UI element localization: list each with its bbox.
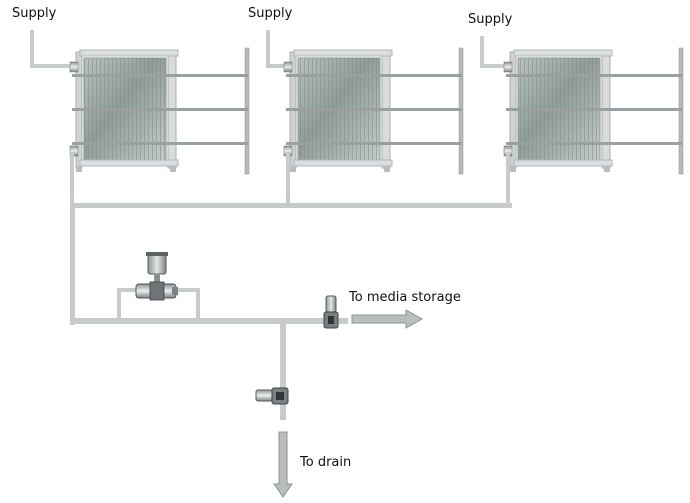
media-storage-label: To media storage: [349, 290, 461, 305]
supply-line-2: [266, 30, 288, 68]
collection-header: [70, 203, 512, 208]
heat-exchanger-icon: [69, 47, 250, 175]
heat-exchanger-3: [480, 36, 684, 205]
supply-line-3: [480, 36, 506, 68]
heat-exchanger-2: [266, 30, 464, 205]
supply-label-2: Supply: [248, 6, 293, 21]
supply-label-1: Supply: [12, 6, 57, 21]
drain-label: To drain: [300, 455, 352, 470]
valve-icon: [135, 252, 178, 301]
arrow-down-icon: [273, 431, 293, 498]
supply-label-3: Supply: [468, 12, 513, 27]
valve-icon: [323, 295, 339, 329]
supply-line-1: [30, 30, 72, 68]
valve-icon: [255, 387, 289, 405]
main-line: [70, 318, 348, 324]
pipework: [70, 203, 512, 420]
heat-exchanger-icon: [283, 47, 464, 175]
heat-exchanger-icon: [503, 47, 684, 175]
heat-exchanger-1: [30, 30, 250, 205]
drain-line: [280, 320, 286, 420]
arrow-right-icon: [351, 309, 424, 329]
main-downcomer: [70, 203, 75, 325]
